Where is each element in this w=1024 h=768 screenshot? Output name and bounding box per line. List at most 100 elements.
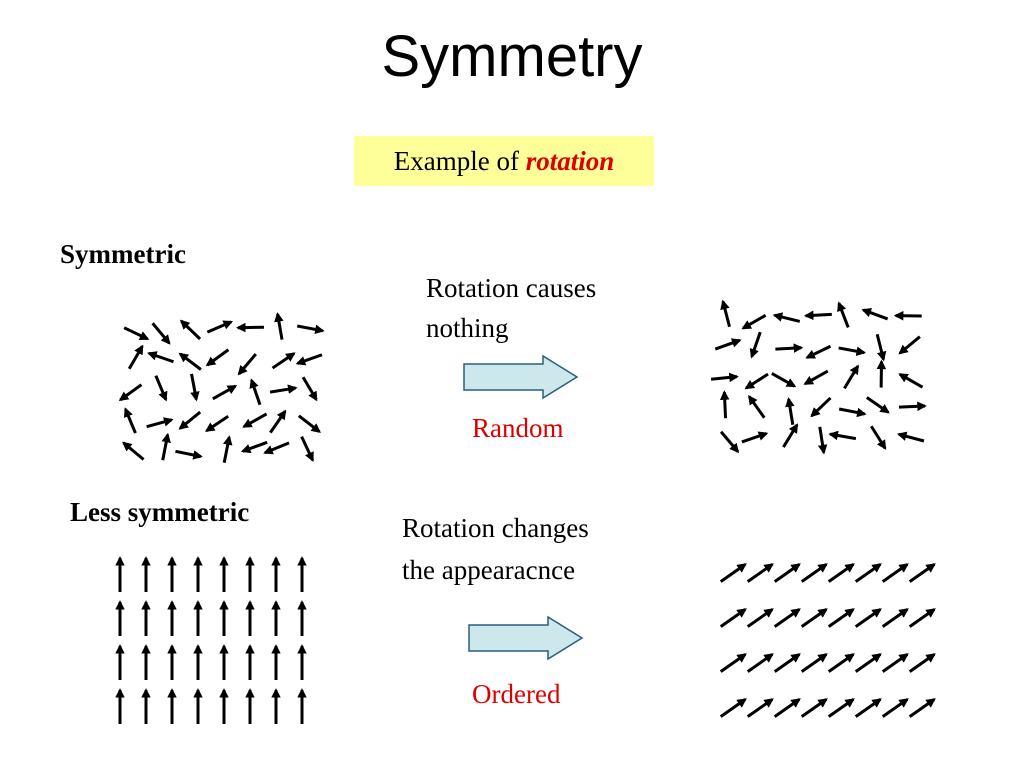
diagonal-arrow xyxy=(908,608,936,628)
diagonal-arrow xyxy=(773,653,801,673)
less-symmetric-label: Less symmetric xyxy=(70,497,250,527)
random-arrow xyxy=(123,326,150,341)
random-arrow xyxy=(898,373,924,389)
diagonal-arrow xyxy=(773,608,801,628)
slide-title: Symmetry xyxy=(381,24,643,89)
random-arrow xyxy=(898,335,921,355)
random-arrow xyxy=(205,348,230,367)
random-arrow xyxy=(118,383,143,402)
diagonal-arrow xyxy=(746,608,774,628)
random-arrow xyxy=(710,372,739,383)
random-arrow xyxy=(179,319,202,341)
diagonal-arrow xyxy=(773,563,801,583)
random-arrow xyxy=(296,324,325,335)
caption-top-line1: Rotation causes xyxy=(426,273,597,303)
random-arrow xyxy=(875,333,887,362)
random-arrow xyxy=(301,376,318,402)
random-arrow xyxy=(295,353,323,366)
caption-bottom-line2: the appearacnce xyxy=(402,555,576,585)
rotated-random-field xyxy=(710,299,927,455)
random-arrow xyxy=(896,431,925,443)
random-arrow xyxy=(771,372,797,388)
diagonal-arrow xyxy=(854,608,882,628)
random-arrow xyxy=(212,384,238,401)
random-arrow xyxy=(720,299,731,328)
random-arrow xyxy=(749,331,762,359)
random-arrow xyxy=(178,410,202,430)
random-arrow xyxy=(803,369,829,386)
diagonal-arrow xyxy=(719,653,747,673)
diagonal-arrow xyxy=(827,563,855,583)
random-arrow xyxy=(161,432,171,461)
random-arrow xyxy=(838,346,867,356)
random-arrow xyxy=(719,390,730,419)
random-arrow xyxy=(837,301,850,328)
symmetric-random-field xyxy=(118,312,325,463)
diagonal-arrow xyxy=(719,608,747,628)
random-arrow xyxy=(175,449,203,460)
random-arrow xyxy=(775,343,804,353)
random-arrow xyxy=(146,417,174,429)
diagonal-arrow xyxy=(746,653,774,673)
aligned-up-field xyxy=(115,556,307,724)
random-arrow xyxy=(810,396,832,418)
example-accent: rotation xyxy=(525,146,615,176)
diagonal-arrow xyxy=(746,563,774,583)
random-arrow xyxy=(123,407,137,434)
diagonal-arrow xyxy=(881,698,909,718)
random-arrow xyxy=(719,430,740,454)
random-arrow xyxy=(269,384,298,394)
random-arrow xyxy=(898,401,927,412)
random-arrow xyxy=(838,407,867,418)
caption-top-line2: nothing xyxy=(426,313,509,343)
diagonal-arrow xyxy=(800,653,828,673)
random-arrow xyxy=(785,397,795,425)
random-arrow xyxy=(866,396,890,414)
diagonal-arrow xyxy=(773,698,801,718)
random-arrow xyxy=(127,344,144,370)
diagonal-arrow xyxy=(800,563,828,583)
diagonal-arrow xyxy=(827,608,855,628)
random-arrow xyxy=(843,364,860,390)
random-arrow xyxy=(747,394,766,419)
random-arrow xyxy=(744,372,769,390)
diagonal-arrow xyxy=(881,608,909,628)
diagonal-arrow xyxy=(908,653,936,673)
random-arrow xyxy=(803,310,832,321)
random-arrow xyxy=(263,441,290,455)
random-arrow xyxy=(805,344,832,359)
block-arrow-right xyxy=(463,354,579,400)
random-arrow xyxy=(714,338,742,351)
block-arrows xyxy=(463,354,584,661)
diagonal-arrow xyxy=(800,698,828,718)
diagonal-arrow xyxy=(800,608,828,628)
diagonal-arrow xyxy=(881,563,909,583)
result-ordered: Ordered xyxy=(472,679,561,709)
random-arrow xyxy=(870,425,887,450)
random-arrow xyxy=(178,352,202,371)
random-arrow xyxy=(741,313,767,330)
diagonal-arrow xyxy=(719,563,747,583)
symmetric-label: Symmetric xyxy=(60,239,186,269)
diagonal-arrow xyxy=(827,698,855,718)
random-arrow xyxy=(741,431,769,444)
random-arrow xyxy=(154,375,168,402)
diagonal-arrow xyxy=(908,563,936,583)
random-arrow xyxy=(817,426,828,455)
example-prefix: Example of xyxy=(393,146,519,176)
random-arrow xyxy=(828,430,857,441)
example-banner: Example of rotation xyxy=(354,136,654,186)
diagonal-arrow xyxy=(746,698,774,718)
diagonal-arrow xyxy=(854,653,882,673)
aligned-diagonal-field xyxy=(719,563,936,718)
diagonal-arrow xyxy=(827,653,855,673)
diagonal-arrow xyxy=(881,653,909,673)
random-arrow xyxy=(240,440,268,454)
random-arrow xyxy=(222,435,233,463)
random-arrow xyxy=(242,412,268,428)
diagonal-arrow xyxy=(854,563,882,583)
random-arrow xyxy=(782,423,799,448)
random-arrow xyxy=(151,322,171,345)
caption-bottom-line1: Rotation changes xyxy=(402,513,589,543)
